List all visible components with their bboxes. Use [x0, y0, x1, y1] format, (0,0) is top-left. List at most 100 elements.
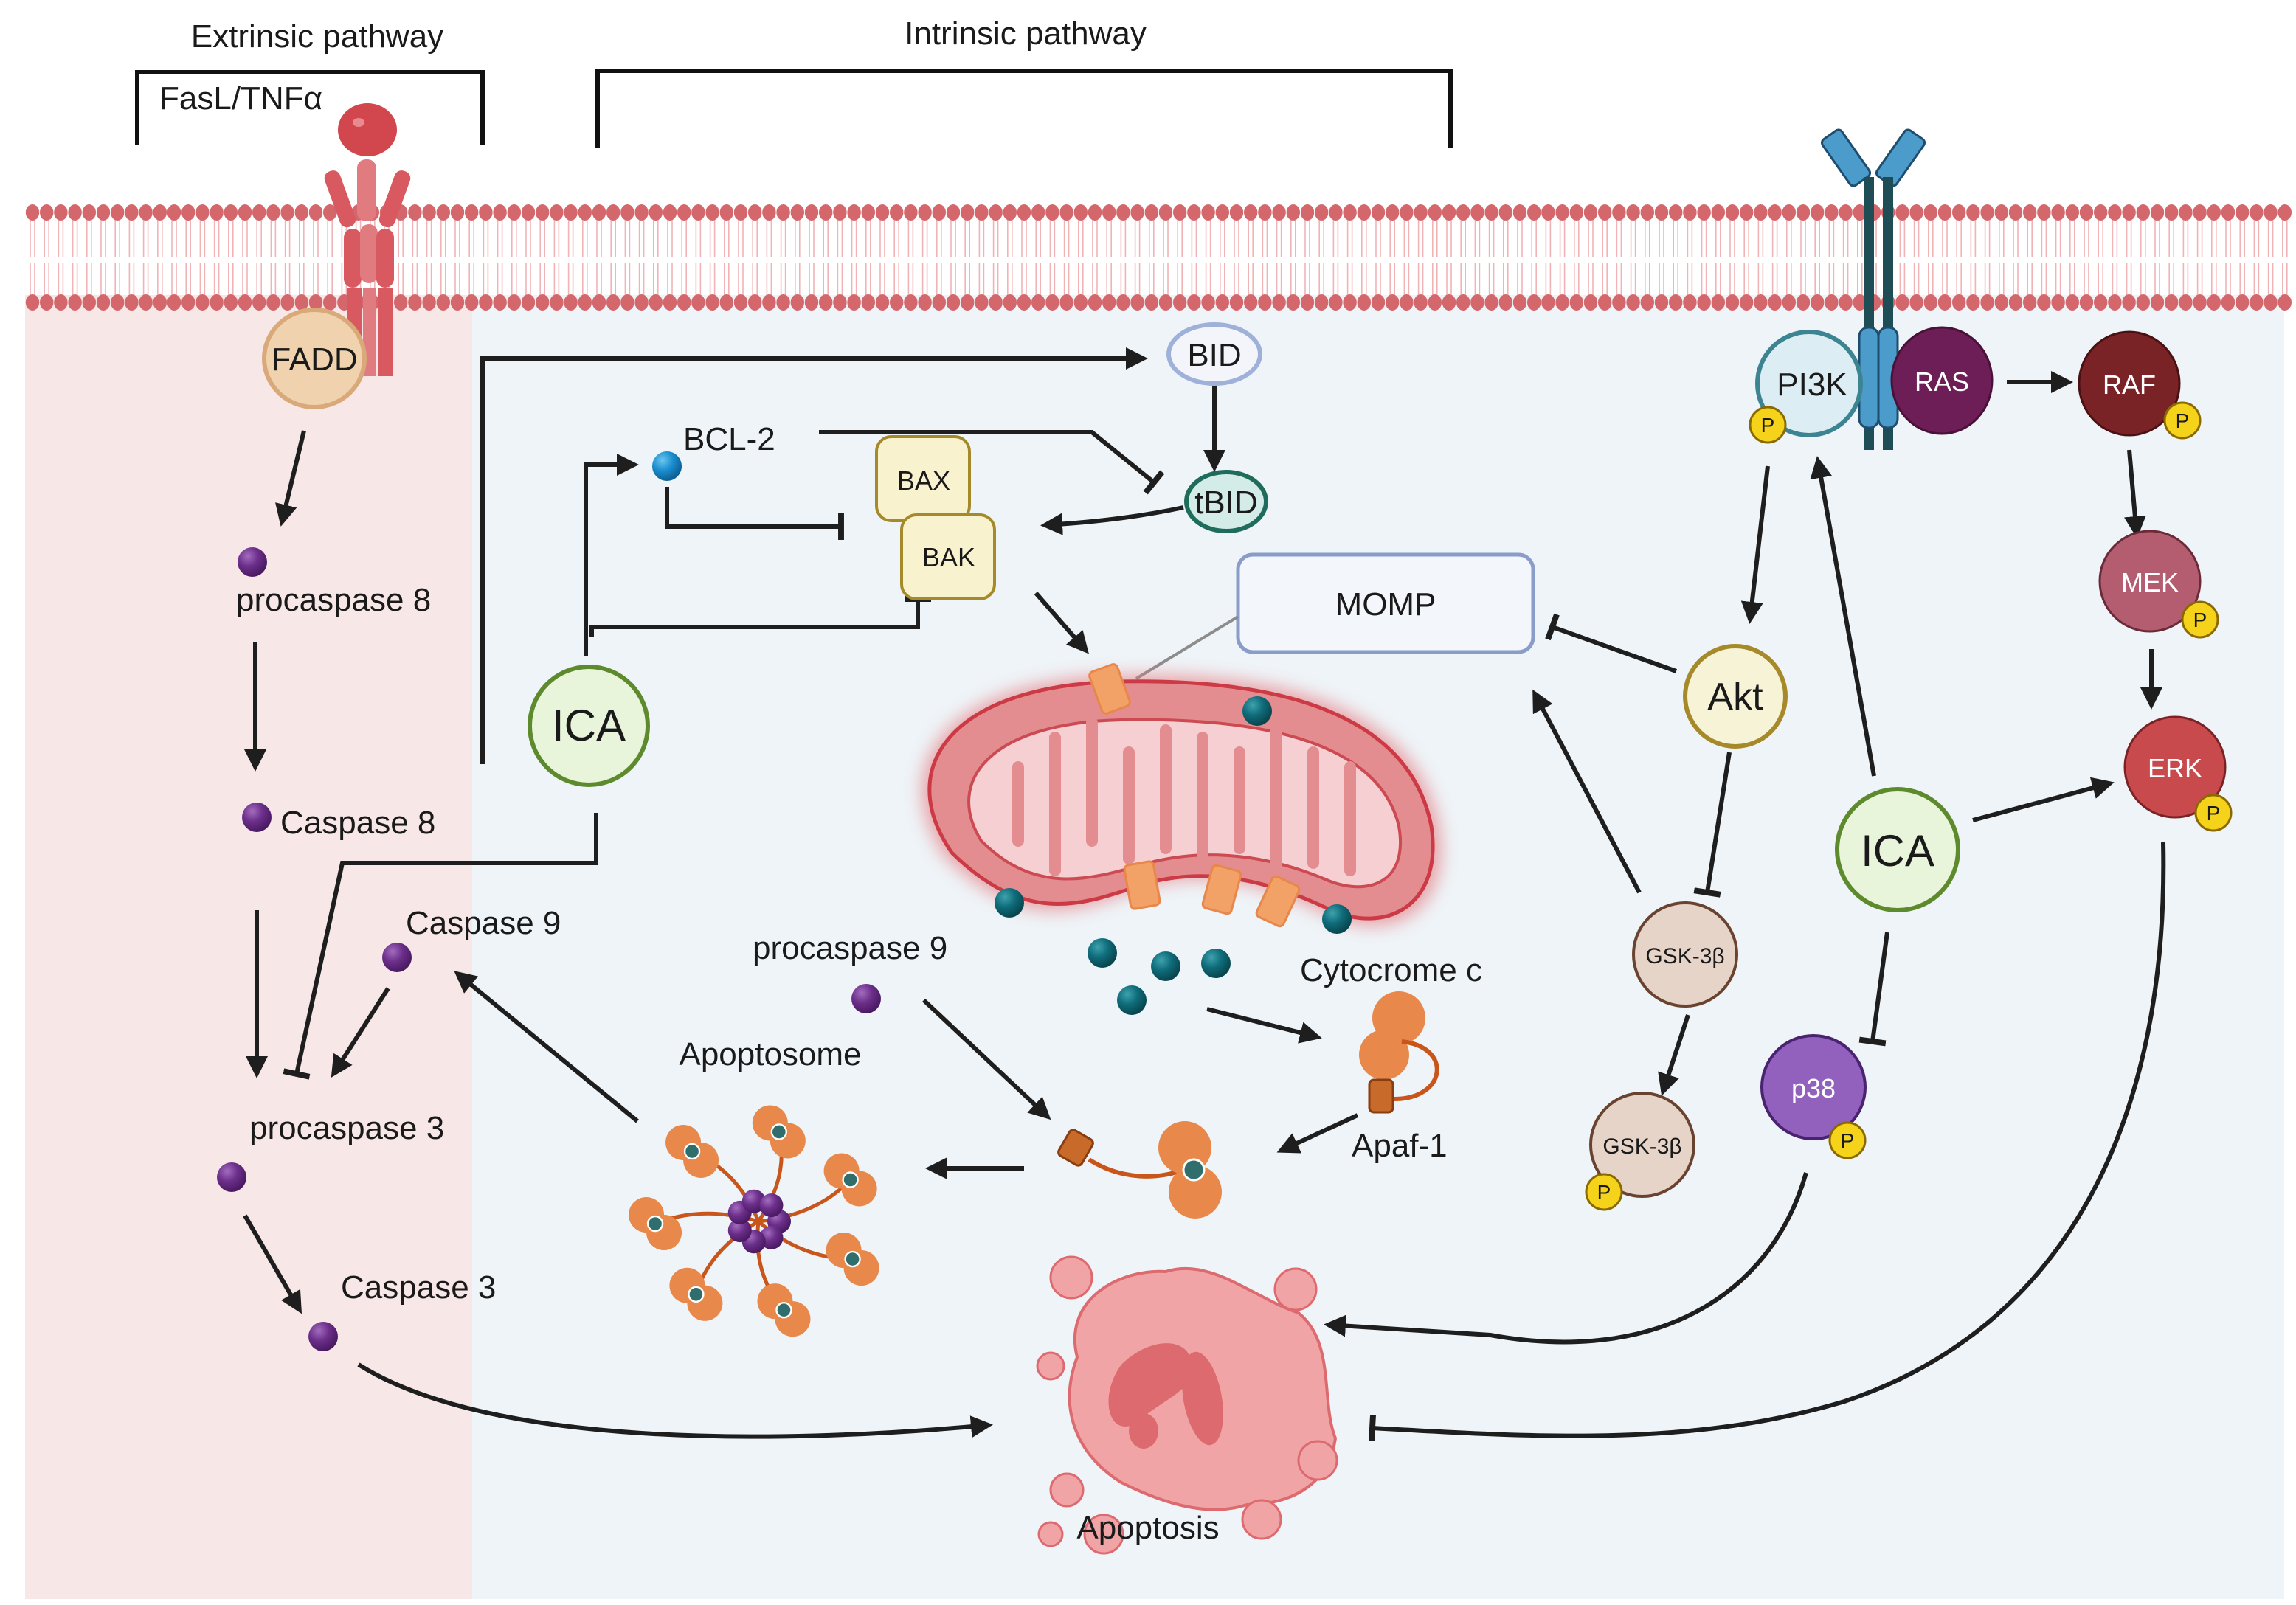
caspase8-label: Caspase 8 — [280, 805, 435, 841]
arrow-tbid-baxbak — [1040, 505, 1184, 535]
receptor-tyrosine-kinase-icon — [1820, 128, 1926, 450]
arrow-pi3k-akt — [1740, 465, 1770, 624]
pi3k-node: PI3K — [1755, 330, 1863, 437]
fadd-node: FADD — [262, 308, 367, 409]
mek-label: MEK — [2121, 567, 2179, 597]
svg-text:P: P — [1761, 414, 1775, 437]
erk-node: ERK — [2123, 715, 2227, 819]
arrow-baxbak-mitochondrion — [1034, 592, 1089, 654]
apaf-cytochrome-complex-icon — [1057, 1121, 1222, 1219]
bax-label: BAX — [897, 465, 950, 496]
caspase3-icon — [308, 1322, 338, 1351]
apaf1-icon — [1359, 991, 1439, 1114]
inhibit-ica-p38 — [1858, 932, 1889, 1047]
cytochrome-c-icon — [995, 888, 1024, 918]
raf-node: RAF — [2078, 330, 2181, 437]
bak-label: BAK — [922, 542, 975, 572]
arrow-cytochrome-apaf1 — [1206, 1007, 1322, 1044]
svg-text:P: P — [2207, 802, 2221, 825]
arrow-procaspase9-complex — [921, 998, 1051, 1120]
cytochrome-c-label: Cytocrome c — [1300, 952, 1482, 988]
intrinsic-bracket — [595, 69, 1453, 148]
phospho-icon: P — [1828, 1121, 1867, 1159]
apoptosome-icon — [629, 1105, 879, 1337]
bid-label: BID — [1187, 337, 1241, 373]
cytochrome-c-icon — [1088, 938, 1117, 968]
caspase9-icon — [382, 943, 412, 972]
svg-text:P: P — [2193, 609, 2207, 631]
ica-left-node: ICA — [528, 665, 650, 787]
bid-node: BID — [1166, 322, 1262, 386]
procaspase8-icon — [238, 547, 267, 577]
cytochrome-c-icon — [1201, 949, 1231, 978]
inhibit-bcl2-tbid — [819, 430, 1165, 495]
bax-node: BAX — [875, 435, 971, 522]
arrow-apaf1-complex — [1276, 1113, 1359, 1154]
svg-text:P: P — [2176, 409, 2190, 432]
apoptosome-label: Apoptosome — [679, 1036, 861, 1072]
p38-node: p38 — [1760, 1034, 1867, 1140]
tbid-label: tBID — [1194, 485, 1258, 521]
gsk3b-p-label: GSK-3β — [1602, 1134, 1681, 1159]
momp-pointer — [1135, 615, 1239, 680]
caspase8-icon — [242, 802, 272, 832]
procaspase8-label: procaspase 8 — [236, 582, 431, 618]
ica-right-node: ICA — [1835, 787, 1960, 912]
inhibit-erk-apoptosis — [1368, 842, 2166, 1442]
intrinsic-region — [472, 295, 2284, 1599]
arrow-ica-erk — [1972, 777, 2115, 822]
apoptosis-label: Apoptosis — [1076, 1510, 1219, 1546]
ligand-label: FasL/TNFα — [159, 80, 322, 117]
akt-node: Akt — [1683, 644, 1788, 749]
arrow-gsk3b-phospho — [1658, 1014, 1690, 1096]
phospho-icon: P — [2181, 600, 2219, 639]
procaspase3-icon — [217, 1162, 246, 1192]
cytochrome-c-icon — [1117, 985, 1147, 1015]
arrow-ica-bcl2 — [584, 454, 639, 656]
arrow-p38-apoptosis — [1324, 1172, 1808, 1345]
bcl2-icon — [652, 451, 682, 481]
ras-label: RAS — [1915, 367, 1969, 397]
arrow-raf-mek — [2123, 449, 2146, 538]
caspase9-label: Caspase 9 — [406, 905, 561, 941]
cytochrome-c-icon — [1322, 904, 1352, 934]
gsk3b-label: GSK-3β — [1645, 944, 1724, 968]
arrow-fadd-procaspase8 — [275, 430, 306, 527]
phospho-icon: P — [1585, 1173, 1623, 1211]
bak-node: BAK — [900, 513, 996, 600]
cytochrome-c-icon — [1242, 696, 1272, 726]
arrow-gsk3b-momp — [1532, 689, 1642, 894]
procaspase3-label: procaspase 3 — [249, 1110, 444, 1146]
arrow-apoptosome-caspase9 — [454, 971, 639, 1123]
tbid-node: tBID — [1184, 470, 1268, 533]
extrinsic-bracket — [135, 70, 485, 145]
ica-left-label: ICA — [552, 701, 626, 750]
p38-label: p38 — [1791, 1073, 1836, 1103]
fadd-label: FADD — [271, 342, 357, 378]
apaf1-label: Apaf-1 — [1352, 1128, 1448, 1164]
pi3k-label: PI3K — [1777, 367, 1847, 403]
apoptotic-cell-icon — [1036, 1255, 1338, 1555]
ras-node: RAS — [1890, 326, 1994, 435]
extrinsic-pathway-title: Extrinsic pathway — [191, 18, 443, 55]
svg-text:P: P — [1841, 1129, 1855, 1152]
momp-label: MOMP — [1335, 586, 1436, 623]
phospho-markers: P P P P P P — [1585, 401, 2233, 1211]
arrow-caspase8-bid — [480, 347, 1148, 764]
akt-label: Akt — [1707, 676, 1763, 718]
momp-box: MOMP — [1236, 552, 1535, 654]
arrow-procaspase3-caspase3 — [243, 1214, 302, 1314]
phospho-icon: P — [2194, 794, 2233, 832]
arrow-ica-pi3k — [1810, 456, 1876, 777]
inhibit-bcl2-bax — [665, 487, 844, 540]
phospho-icon: P — [2163, 401, 2202, 440]
inhibit-akt-momp — [1545, 613, 1678, 673]
inhibit-akt-gsk3b — [1693, 752, 1732, 898]
caspase3-label: Caspase 3 — [341, 1269, 496, 1306]
ica-right-label: ICA — [1861, 826, 1934, 876]
gsk3b-node: GSK-3β — [1632, 901, 1738, 1008]
phospho-icon: P — [1749, 406, 1787, 444]
arrow-caspase3-apoptosis — [357, 1362, 993, 1439]
bcl2-label: BCL-2 — [683, 421, 775, 457]
